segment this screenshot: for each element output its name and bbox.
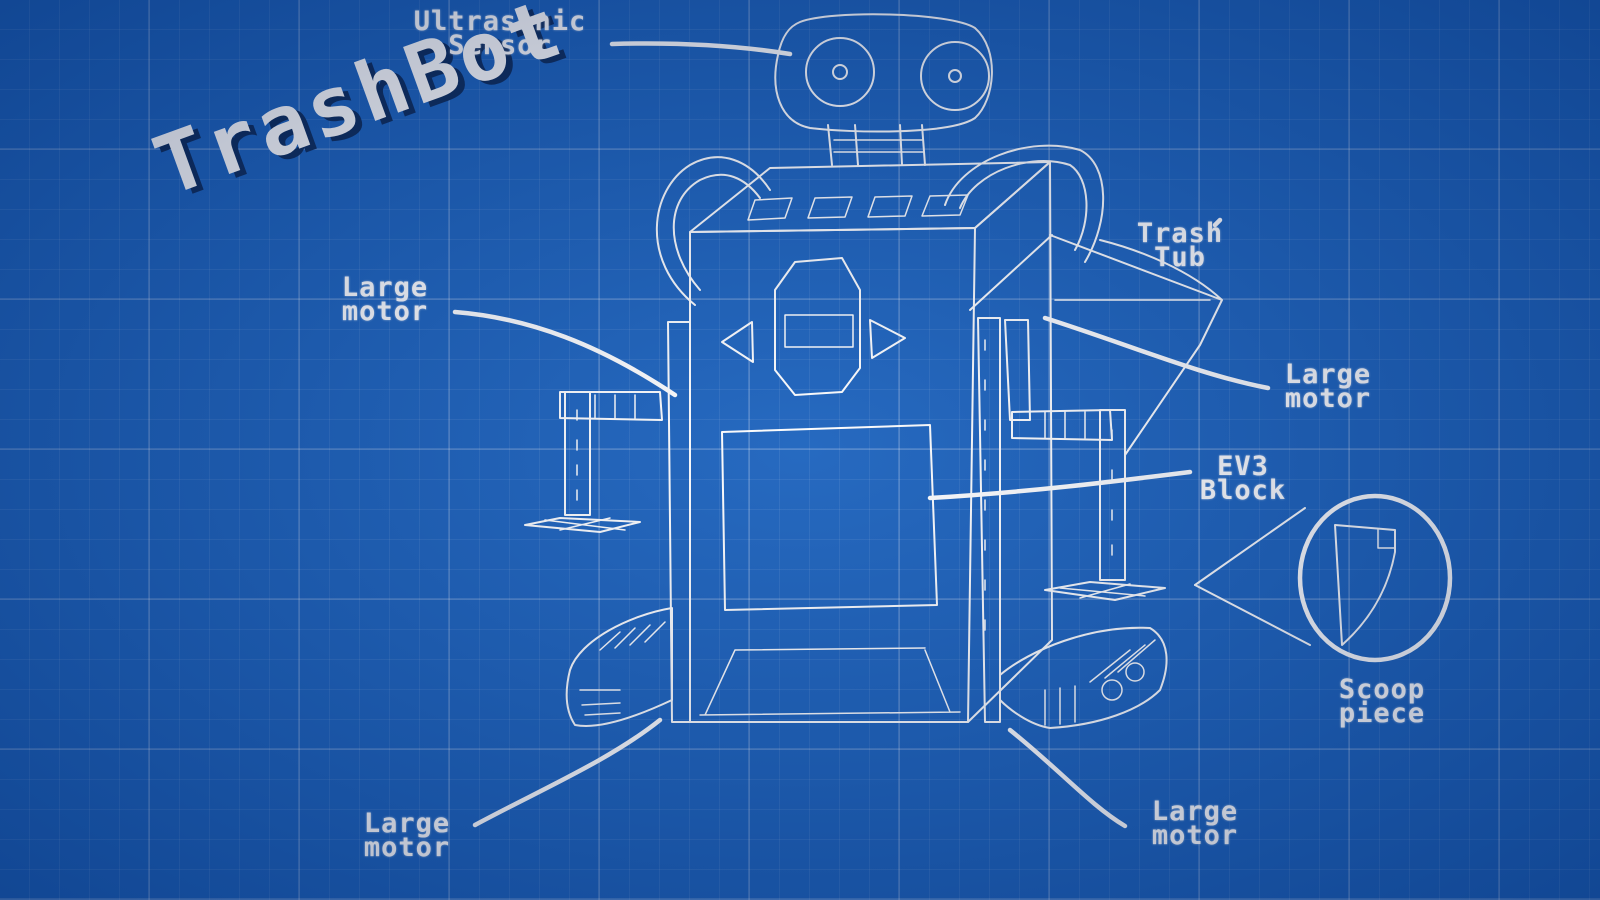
left-track <box>565 607 673 727</box>
right-track <box>999 626 1168 729</box>
label-ev3-block: EV3 Block <box>1199 451 1287 506</box>
label-ultrasonic-sensor: Ultrasonic Sensor <box>413 6 587 61</box>
label-large-motor-left-track: Large motor <box>363 808 451 863</box>
robot-neck <box>827 124 926 166</box>
left-arm <box>524 321 691 723</box>
scoop-piece-callout <box>1194 493 1453 663</box>
trash-tub <box>969 234 1223 456</box>
label-trash-tub: Trash Tub <box>1136 218 1224 273</box>
label-large-motor-right-arm: Large motor <box>1284 359 1372 414</box>
arm-hoops <box>655 144 1105 306</box>
label-scoop-piece: Scoop piece <box>1338 674 1426 729</box>
right-arm <box>977 317 1166 723</box>
robot-body <box>689 161 1053 723</box>
leader-lines <box>452 41 1271 829</box>
label-large-motor-right-track: Large motor <box>1151 796 1239 851</box>
label-large-motor-left-arm: Large motor <box>341 272 429 327</box>
ultrasonic-sensor-head <box>774 13 993 133</box>
